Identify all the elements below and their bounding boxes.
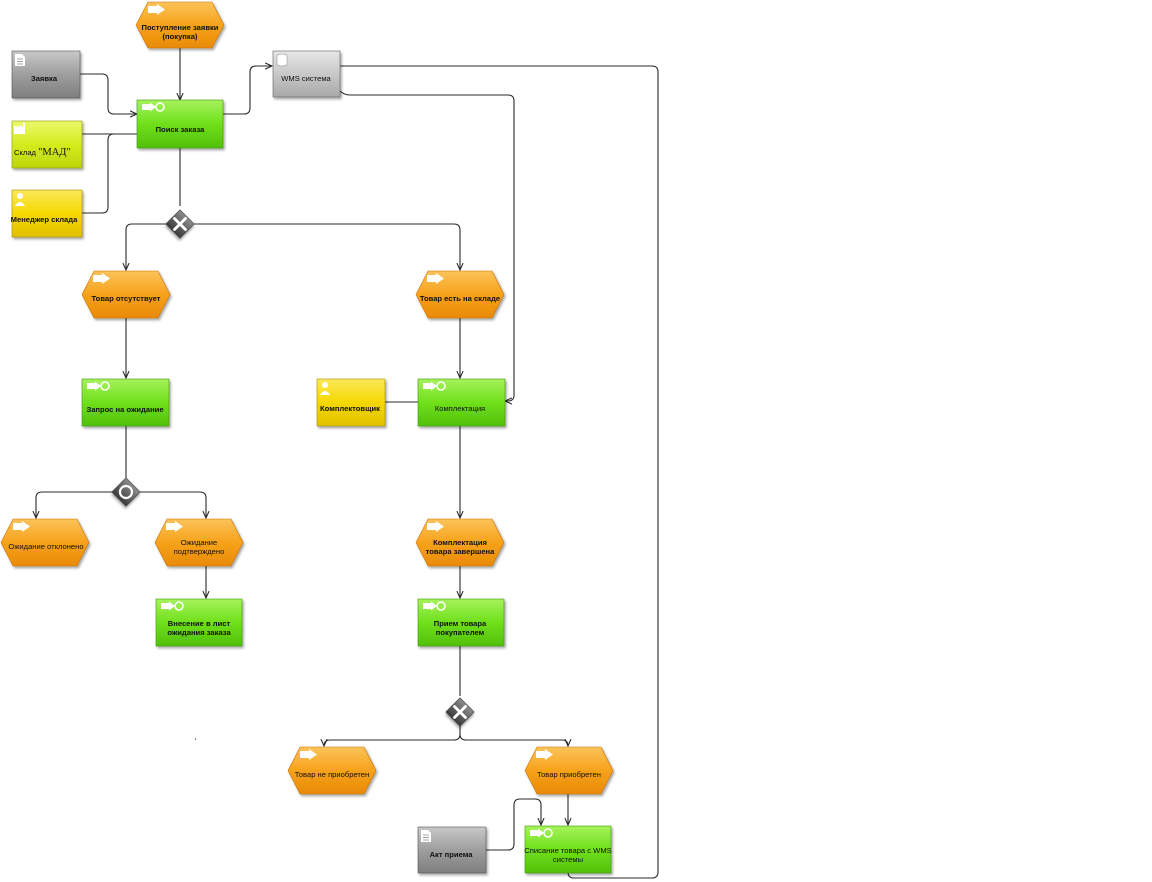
function-waitlist-label-1: Внесение в лист — [168, 619, 231, 628]
event-arrow-icon — [93, 273, 110, 284]
event-bought[interactable]: Товар приобретен — [524, 746, 614, 795]
function-waitlist-label-2: ожидания заказа — [167, 628, 231, 637]
xor-connector-stock[interactable] — [165, 209, 195, 239]
warehouse-prefix: Склад — [14, 148, 38, 157]
function-icon — [87, 381, 110, 391]
document-act-label: Акт приема — [430, 850, 474, 859]
event-start-label-2: (покупка) — [163, 32, 198, 41]
event-arrow-icon — [13, 521, 30, 532]
function-accept-goods[interactable]: Прием товара покупателем — [417, 598, 505, 647]
event-no-goods-label: Товар отсутствует — [92, 294, 161, 303]
database-icon — [276, 53, 288, 67]
xor-connector-purchase[interactable] — [445, 697, 475, 727]
event-arrow-icon — [536, 749, 553, 760]
or-icon — [118, 484, 134, 500]
org-unit-warehouse-label: Склад "МАД" — [14, 147, 71, 158]
connections — [36, 48, 659, 879]
xor-icon — [173, 217, 187, 231]
event-wait-confirmed-label-1: Ожидание — [181, 538, 218, 547]
event-wait-confirmed[interactable]: Ожидание подтверждено — [154, 518, 244, 567]
function-icon — [423, 381, 446, 391]
event-no-goods[interactable]: Товар отсутствует — [81, 270, 171, 319]
document-icon — [421, 830, 431, 842]
event-picking-done-label-1: Комплектация — [433, 538, 487, 547]
function-search-order-label: Поиск заказа — [156, 125, 206, 134]
event-in-stock[interactable]: Товар есть на складе — [415, 270, 505, 319]
event-arrow-icon — [300, 749, 317, 760]
function-icon — [423, 601, 446, 611]
document-acceptance-act[interactable]: Акт приема — [417, 826, 487, 874]
function-search-order[interactable]: Поиск заказа — [136, 99, 224, 149]
event-not-bought[interactable]: Товар не приобретен — [287, 746, 377, 795]
function-accept-label-2: покупателем — [436, 628, 485, 637]
xor-icon — [453, 705, 467, 719]
event-picking-done-label-2: товара завершена — [426, 547, 495, 556]
role-picker[interactable]: Комплектовщик — [316, 378, 386, 427]
function-writeoff-label-1: Списание товара с WMS — [524, 846, 611, 855]
event-arrow-icon — [427, 521, 444, 532]
org-unit-warehouse[interactable]: Склад "МАД" — [11, 120, 83, 169]
event-start-label-1: Поступление заявки — [142, 23, 219, 32]
event-wait-confirmed-label-2: подтверждено — [174, 547, 225, 556]
role-picker-label: Комплектовщик — [320, 404, 380, 413]
event-start[interactable]: Поступление заявки (покупка) — [135, 1, 225, 49]
person-icon — [15, 193, 25, 206]
event-in-stock-label: Товар есть на складе — [420, 294, 500, 303]
document-request-label: Заявка — [31, 74, 58, 83]
or-connector-wait[interactable] — [111, 477, 141, 507]
event-wait-rejected-label: Ожидание отклонено — [8, 542, 83, 551]
function-accept-label-1: Прием товара — [434, 619, 487, 628]
role-manager-label: Менеджер склада — [11, 215, 78, 224]
function-icon — [161, 601, 184, 611]
stray-mark — [194, 737, 197, 741]
event-arrow-icon — [166, 521, 183, 532]
factory-icon — [14, 123, 25, 134]
function-icon — [142, 102, 165, 112]
event-arrow-icon — [148, 4, 165, 15]
event-bought-label: Товар приобретен — [537, 770, 601, 779]
event-arrow-icon — [427, 273, 444, 284]
function-wait-request[interactable]: Запрос на ожидание — [81, 378, 170, 427]
document-icon — [15, 54, 25, 66]
document-request[interactable]: Заявка — [11, 50, 81, 99]
function-writeoff-label-2: системы — [553, 855, 583, 864]
role-warehouse-manager[interactable]: Менеджер склада — [11, 189, 83, 238]
function-writeoff-wms[interactable]: Списание товара с WMS системы — [524, 825, 612, 874]
wms-system-label: WMS система — [281, 74, 331, 83]
person-icon — [320, 382, 330, 395]
function-icon — [530, 828, 553, 838]
event-picking-done[interactable]: Комплектация товара завершена — [415, 518, 505, 567]
event-wait-rejected[interactable]: Ожидание отклонено — [0, 518, 90, 567]
function-add-to-waitlist[interactable]: Внесение в лист ожидания заказа — [155, 598, 243, 647]
wms-system[interactable]: WMS система — [272, 50, 341, 98]
event-not-bought-label: Товар не приобретен — [295, 770, 369, 779]
function-wait-request-label: Запрос на ожидание — [86, 405, 163, 414]
function-picking-label: Комплектация — [435, 404, 485, 413]
function-picking[interactable]: Комплектация — [417, 378, 506, 427]
warehouse-name: "МАД" — [38, 147, 71, 158]
